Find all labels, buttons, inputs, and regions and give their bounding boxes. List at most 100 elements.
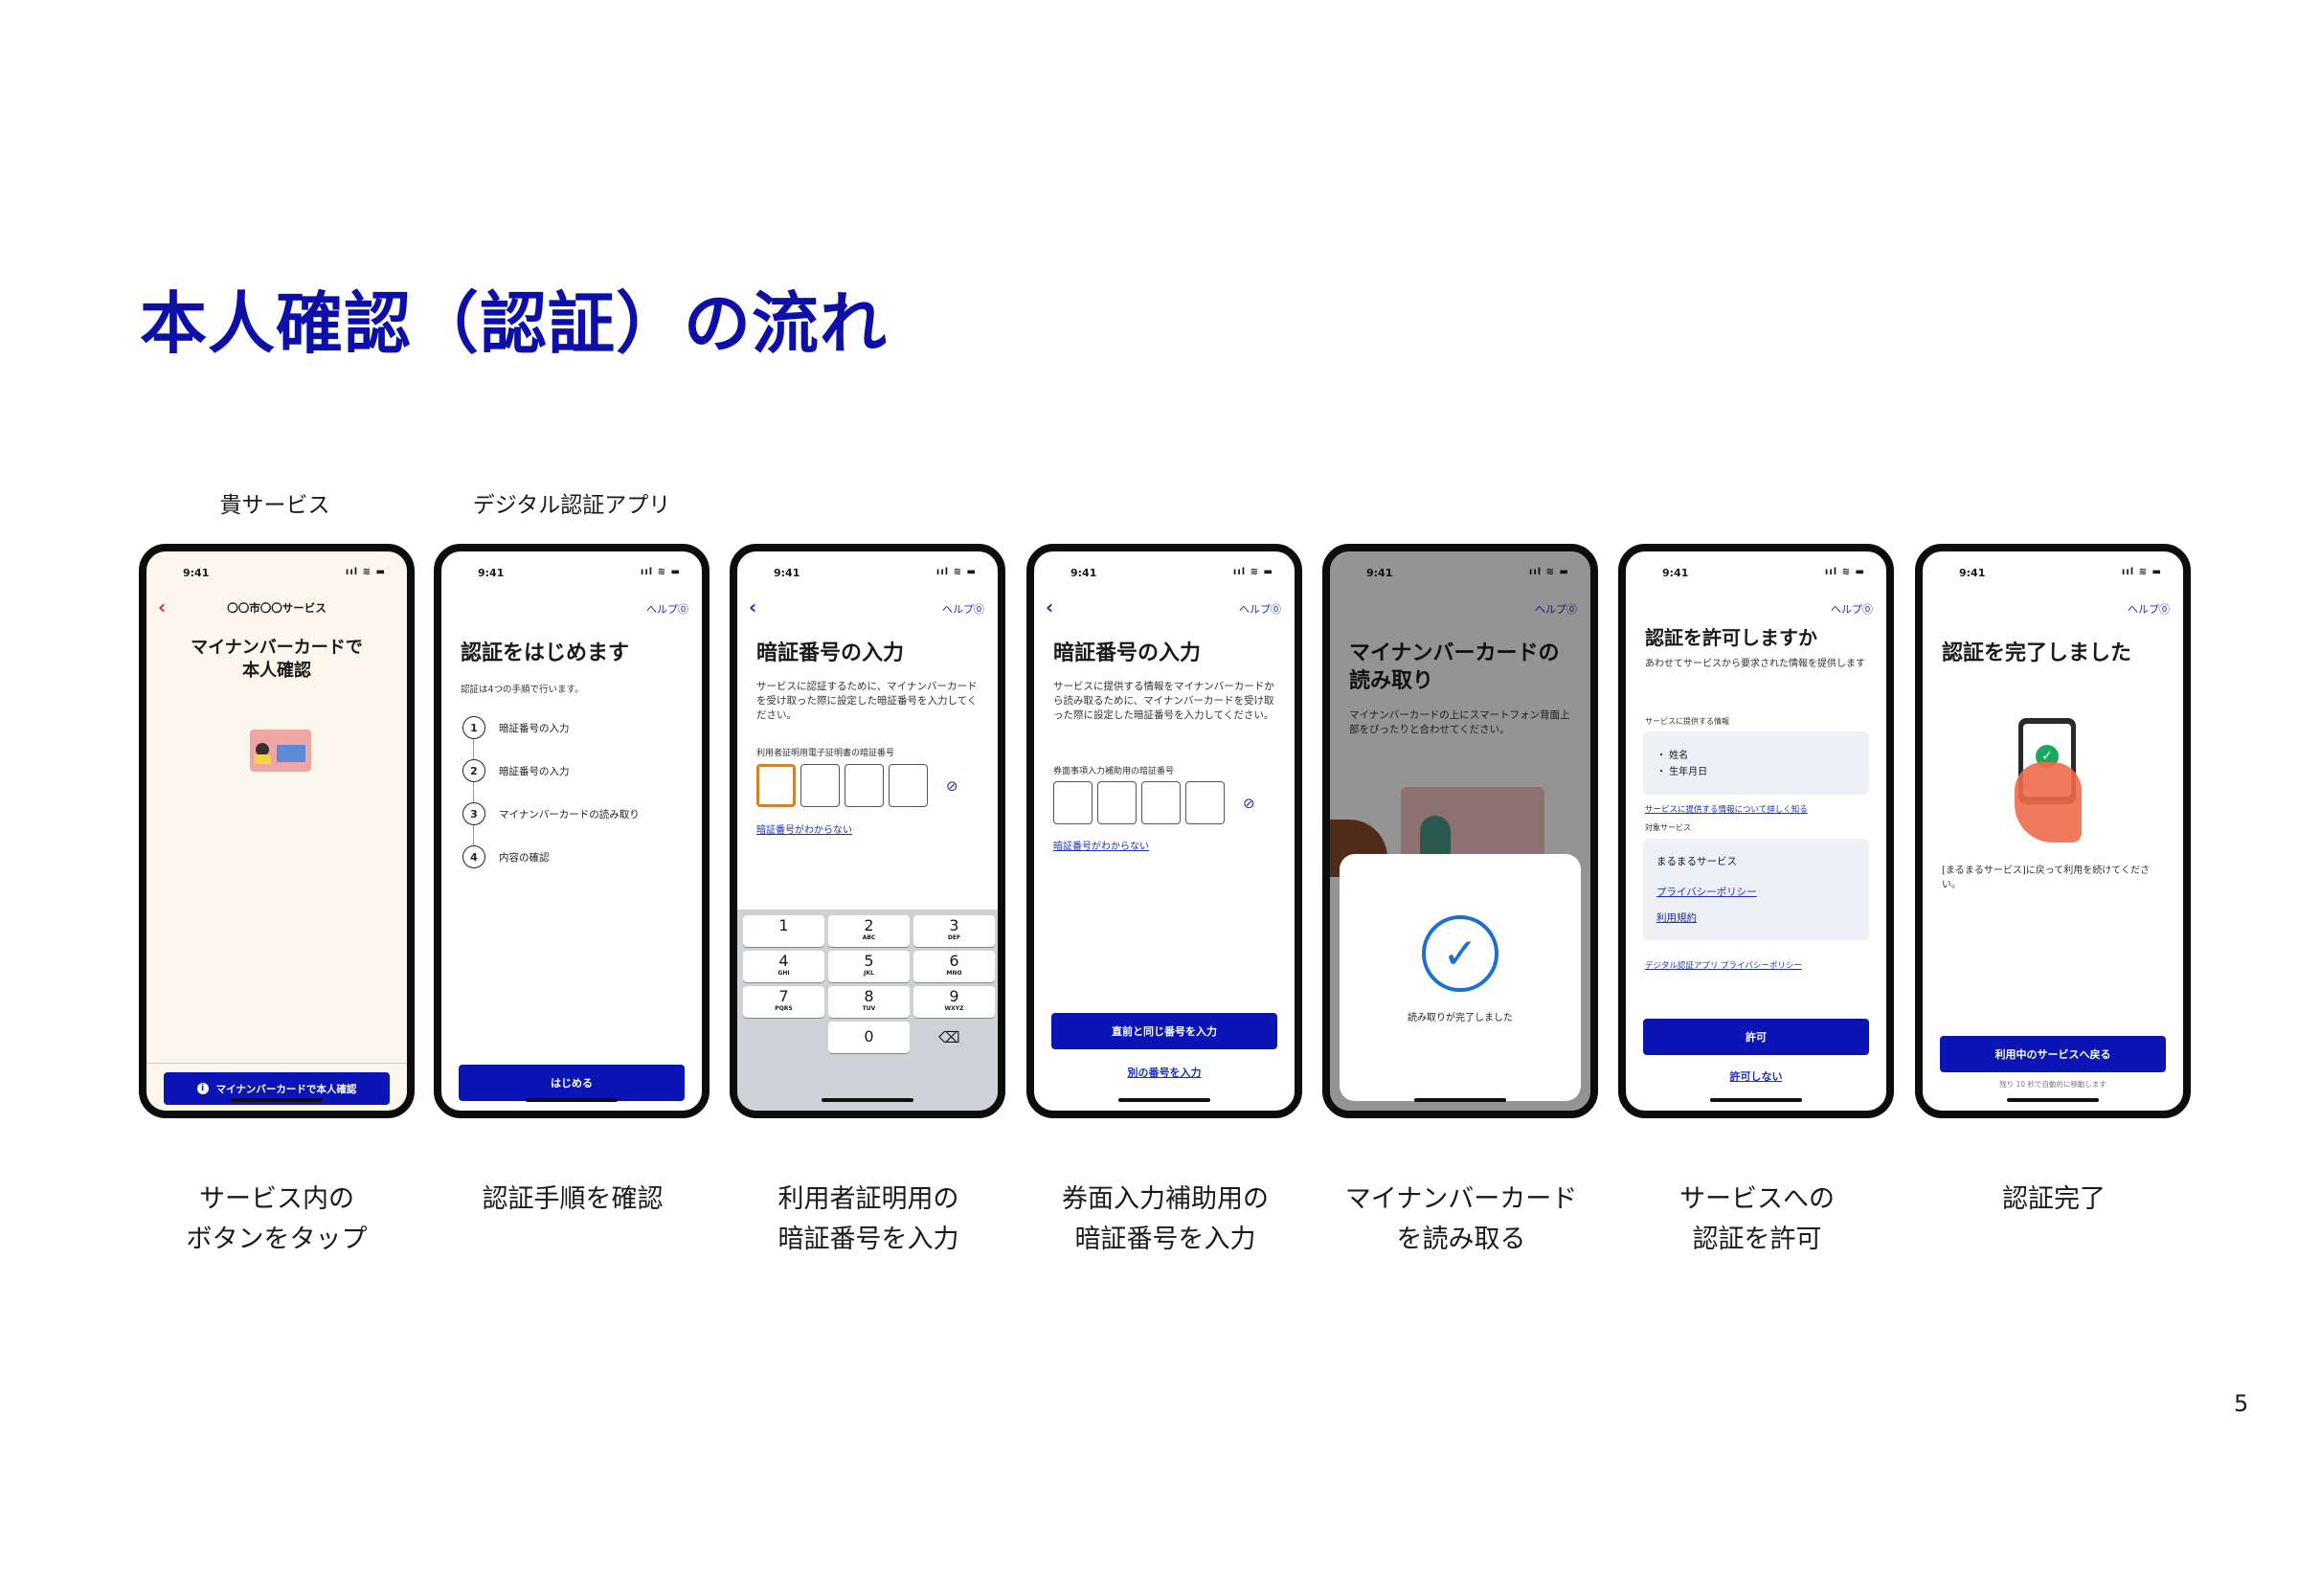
read-complete-sheet: ✓ 読み取りが完了しました: [1340, 854, 1581, 1101]
service-name: まるまるサービス: [1656, 856, 1737, 867]
home-indicator: [1710, 1098, 1802, 1102]
key-1[interactable]: 1: [743, 915, 824, 947]
home-indicator: [1118, 1098, 1210, 1102]
field-label: 利用者証明用電子証明書の暗証番号: [756, 749, 895, 758]
home-indicator: [231, 1098, 323, 1102]
service-card: まるまるサービス プライバシーポリシー 利用規約: [1643, 839, 1869, 940]
heading: マイナンバーカードで本人確認: [191, 638, 363, 681]
key-0[interactable]: 0: [828, 1022, 910, 1053]
caption-3: 利用者証明用の暗証番号を入力: [777, 1184, 959, 1254]
service-header: 〇〇市〇〇サービス: [227, 601, 327, 615]
description: [まるまるサービス]に戻って利用を続けてください。: [1942, 865, 2151, 890]
info-detail-link[interactable]: サービスに提供する情報について詳しく知る: [1645, 805, 1808, 815]
terms-link[interactable]: 利用規約: [1656, 912, 1697, 924]
help-link[interactable]: ヘルプ⓪: [942, 603, 984, 616]
eye-off-icon[interactable]: ⊘: [946, 776, 958, 795]
heading: 認証を許可しますか: [1645, 626, 1817, 649]
back-icon[interactable]: ‹: [749, 596, 757, 618]
card-icon: [250, 730, 311, 772]
backspace-icon[interactable]: ⌫: [938, 1028, 960, 1046]
caption-4: 券面入力補助用の暗証番号を入力: [1062, 1184, 1269, 1254]
help-link[interactable]: ヘルプ⓪: [1239, 603, 1281, 616]
other-pin-link[interactable]: 別の番号を入力: [1127, 1067, 1202, 1079]
help-link[interactable]: ヘルプ⓪: [646, 603, 688, 616]
app-policy-link[interactable]: デジタル認証アプリ プライバシーポリシー: [1645, 961, 1802, 971]
pin-digit[interactable]: [1053, 781, 1093, 824]
auto-redirect-note: 残り 10 秒で自動的に移動します: [1999, 1080, 2106, 1089]
forgot-pin-link[interactable]: 暗証番号がわからない: [756, 825, 852, 836]
back-icon[interactable]: ‹: [158, 596, 167, 618]
heading: 暗証番号の入力: [1053, 641, 1202, 665]
pin-digit[interactable]: [1141, 781, 1181, 824]
read-complete-text: 読み取りが完了しました: [1408, 1013, 1513, 1023]
heading: 認証をはじめます: [461, 641, 630, 665]
label-service: 貴サービス: [219, 493, 330, 518]
page-title: 本人確認（認証）の流れ: [140, 284, 888, 363]
label-app: デジタル認証アプリ: [472, 493, 671, 518]
help-link[interactable]: ヘルプ⓪: [2128, 603, 2170, 616]
pin-digit[interactable]: [889, 764, 928, 807]
pin-digit[interactable]: [1185, 781, 1225, 824]
forgot-pin-link[interactable]: 暗証番号がわからない: [1053, 842, 1149, 852]
description: サービスに提供する情報をマイナンバーカードから読み取るために、マイナンバーカード…: [1053, 681, 1274, 721]
caption-7: 認証完了: [2002, 1184, 2106, 1214]
field-label: 券面事項入力補助用の暗証番号: [1053, 767, 1175, 776]
privacy-link[interactable]: プライバシーポリシー: [1656, 887, 1757, 898]
return-button[interactable]: 利用中のサービスへ戻る: [1940, 1036, 2166, 1072]
hand-illustration: [2015, 762, 2082, 843]
heading: 暗証番号の入力: [756, 641, 905, 665]
description: マイナンバーカードの上にスマートフォン背面上部をぴったりと合わせてください。: [1349, 709, 1570, 735]
help-link[interactable]: ヘルプ⓪: [1831, 603, 1873, 616]
pin-digit[interactable]: [800, 764, 840, 807]
home-indicator: [526, 1098, 618, 1102]
target-label: 対象サービス: [1645, 823, 1691, 832]
pin-input[interactable]: ⊘: [756, 764, 958, 807]
home-indicator: [2007, 1098, 2099, 1102]
caption-6: サービスへの認証を許可: [1679, 1184, 1835, 1254]
description: 認証は4つの手順で行います。: [461, 685, 584, 695]
pin-digit[interactable]: [845, 764, 884, 807]
eye-off-icon[interactable]: ⊘: [1243, 794, 1255, 812]
info-label: サービスに提供する情報: [1645, 717, 1729, 726]
start-button[interactable]: はじめる: [459, 1065, 685, 1101]
pin-input[interactable]: ⊘: [1053, 781, 1255, 824]
heading: マイナンバーカードの読み取り: [1349, 641, 1560, 693]
caption-1: サービス内のボタンをタップ: [186, 1184, 368, 1254]
pin-digit[interactable]: [756, 764, 796, 807]
pin-digit[interactable]: [1097, 781, 1137, 824]
same-pin-button[interactable]: 直前と同じ番号を入力: [1051, 1013, 1277, 1049]
deny-link[interactable]: 許可しない: [1729, 1070, 1783, 1083]
back-icon[interactable]: ‹: [1046, 596, 1054, 618]
page-number: 5: [2234, 1390, 2249, 1417]
help-link[interactable]: ヘルプ⓪: [1535, 603, 1577, 616]
check-circle-icon: ✓: [1422, 915, 1498, 992]
caption-2: 認証手順を確認: [482, 1184, 664, 1214]
allow-button[interactable]: 許可: [1643, 1019, 1869, 1055]
